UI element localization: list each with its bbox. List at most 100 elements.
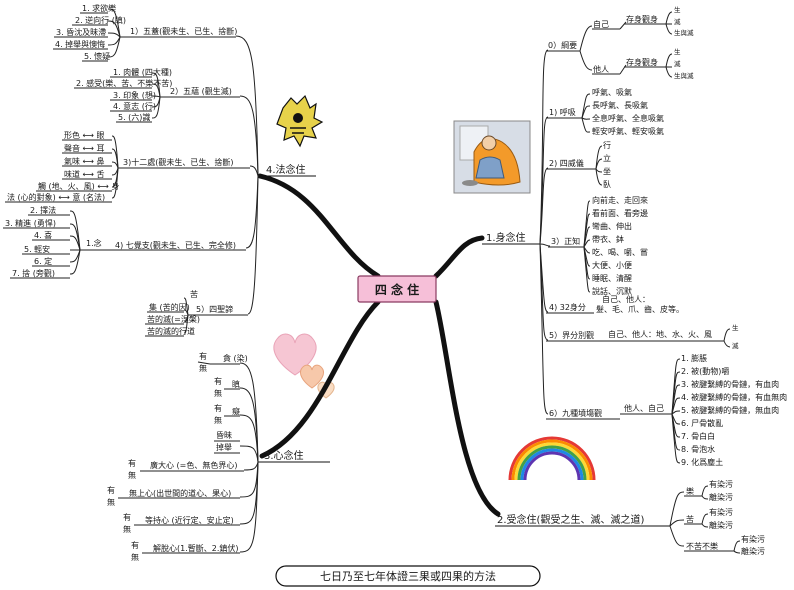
svg-text:向前走、走回來: 向前走、走回來 (592, 195, 648, 205)
mind-item-liberated: 解脫心(1.暫斷、2.鎮伏) (153, 543, 239, 553)
svg-text:6. 定: 6. 定 (34, 256, 52, 266)
svg-text:4. 被腱繫縛的骨鏈，有血無肉: 4. 被腱繫縛的骨鏈，有血無肉 (681, 392, 787, 402)
dhamma-factors-label: 4) 七覺支(觀未生、已生、完全修) (115, 240, 236, 250)
svg-text:存身觀身: 存身觀身 (626, 14, 658, 24)
svg-text:有染污: 有染污 (741, 534, 765, 544)
svg-text:大便、小便: 大便、小便 (592, 260, 632, 270)
svg-text:3. 昏沈及昧滯: 3. 昏沈及昧滯 (56, 27, 106, 37)
svg-text:2. 逆向行 (瞋): 2. 逆向行 (瞋) (75, 15, 126, 25)
dhamma-hindrances-label: 1）五蓋(觀未生、已生、捨斷) (130, 26, 237, 36)
feeling-branch-label: 2.受念住(觀受之生、滅、滅之道) (497, 513, 644, 526)
dhamma-group: 1）五蓋(觀未生、已生、捨斷) 1. 求欲樂 2. 逆向行 (瞋) 3. 昏沈及… (3, 3, 259, 337)
hearts-illustration (273, 333, 335, 399)
svg-text:集 (苦的因): 集 (苦的因) (149, 302, 190, 312)
svg-text:2. 擇法: 2. 擇法 (30, 205, 56, 215)
svg-text:他人、自己: 他人、自己 (624, 403, 664, 413)
svg-text:5. (六)識: 5. (六)識 (118, 112, 150, 122)
svg-text:帶衣、鉢: 帶衣、鉢 (592, 234, 624, 244)
svg-text:掉舉: 掉舉 (216, 442, 232, 452)
mind-item-greed: 貪 (染) (223, 353, 248, 363)
svg-text:存身觀身: 存身觀身 (626, 57, 658, 67)
svg-text:苦: 苦 (686, 514, 694, 524)
svg-text:吃、喝、嚼、嘗: 吃、喝、嚼、嘗 (592, 247, 648, 257)
svg-text:看前面、看旁邊: 看前面、看旁邊 (592, 208, 648, 218)
svg-text:輕安呼氣、輕安吸氣: 輕安呼氣、輕安吸氣 (592, 126, 664, 136)
svg-text:形色 ⟷ 眼: 形色 ⟷ 眼 (64, 130, 105, 140)
svg-text:苦的滅的行道: 苦的滅的行道 (147, 326, 195, 336)
svg-text:滅: 滅 (674, 17, 681, 26)
body-breathing-label: 1) 呼吸 (549, 107, 576, 117)
svg-text:行: 行 (603, 140, 611, 150)
svg-text:立: 立 (603, 153, 611, 163)
svg-text:生與滅: 生與滅 (674, 28, 694, 37)
svg-text:無: 無 (214, 415, 222, 425)
svg-text:滅: 滅 (674, 59, 681, 68)
svg-text:滅: 滅 (732, 341, 739, 350)
body-elements-label: 5）界分別觀 (549, 330, 594, 340)
svg-text:生: 生 (674, 47, 681, 56)
svg-text:有: 有 (128, 458, 136, 468)
svg-text:7. 骨白白: 7. 骨白白 (681, 431, 715, 441)
svg-text:有: 有 (199, 351, 207, 361)
body-outline-group: 0）綱要 自己 他人 存身觀身 存身觀身 生 滅 生與滅 生 滅 生與滅 (539, 5, 694, 245)
dhamma-bases-label: 3)十二處(觀未生、已生、捨斷) (123, 157, 233, 167)
svg-text:聲音 ⟷ 耳: 聲音 ⟷ 耳 (64, 143, 105, 153)
svg-text:7. 捨 (旁觀): 7. 捨 (旁觀) (12, 268, 55, 278)
svg-text:2. 被(動物)嚼: 2. 被(動物)嚼 (681, 366, 729, 376)
svg-text:全息呼氣、全息吸氣: 全息呼氣、全息吸氣 (592, 113, 664, 123)
svg-text:5. 懷疑: 5. 懷疑 (84, 51, 110, 61)
body-awareness-label: 3）正知 (551, 236, 580, 246)
svg-text:有: 有 (131, 540, 139, 550)
svg-text:呼氣、吸氣: 呼氣、吸氣 (592, 87, 632, 97)
svg-text:髮、毛、爪、齒、皮等。: 髮、毛、爪、齒、皮等。 (596, 304, 684, 314)
svg-text:長呼氣、長吸氣: 長呼氣、長吸氣 (592, 100, 648, 110)
svg-text:有: 有 (107, 485, 115, 495)
svg-text:昏昧: 昏昧 (216, 430, 232, 440)
svg-text:彎曲、伸出: 彎曲、伸出 (592, 221, 632, 231)
body-outline-label: 0）綱要 (548, 40, 577, 50)
svg-text:4. 掉舉與懊悔: 4. 掉舉與懊悔 (55, 39, 105, 49)
body-32parts-label: 4) 32身分 (549, 302, 586, 312)
svg-text:他人: 他人 (593, 64, 609, 74)
svg-text:苦的滅(=涅槃): 苦的滅(=涅槃) (147, 314, 200, 324)
svg-text:七日乃至七年体證三果或四果的方法: 七日乃至七年体證三果或四果的方法 (320, 569, 496, 583)
svg-text:自己、他人：: 自己、他人： (602, 294, 650, 304)
svg-text:有: 有 (123, 512, 131, 522)
svg-text:臥: 臥 (603, 180, 611, 189)
svg-text:離染污: 離染污 (709, 492, 733, 502)
svg-text:不苦不樂: 不苦不樂 (686, 541, 718, 551)
svg-text:生: 生 (674, 5, 681, 14)
svg-text:自己: 自己 (593, 19, 609, 29)
body-branch-label: 1.身念住 (486, 231, 526, 244)
svg-text:說話、沉默: 說話、沉默 (592, 286, 632, 296)
svg-text:氣味 ⟷ 鼻: 氣味 ⟷ 鼻 (64, 156, 105, 166)
svg-text:4. 意志 (行): 4. 意志 (行) (113, 101, 156, 111)
svg-text:無: 無 (107, 497, 115, 507)
svg-text:5. 被腱繫縛的骨鏈，無血肉: 5. 被腱繫縛的骨鏈，無血肉 (681, 405, 779, 415)
svg-text:無: 無 (199, 363, 207, 373)
svg-text:坐: 坐 (603, 167, 611, 176)
mind-item-delusion: 癡 (232, 406, 240, 416)
svg-text:有: 有 (214, 376, 222, 386)
svg-text:無: 無 (123, 524, 131, 534)
svg-text:有染污: 有染污 (709, 479, 733, 489)
rainbow-illustration (508, 436, 596, 481)
svg-text:有: 有 (214, 403, 222, 413)
body-awareness-group: 3）正知 向前走、走回來 看前面、看旁邊 彎曲、伸出 帶衣、鉢 吃、喝、嚼、嘗 … (539, 195, 648, 296)
svg-text:自己、他人：地、水、火、風: 自己、他人：地、水、火、風 (608, 329, 712, 339)
svg-text:有染污: 有染污 (709, 507, 733, 517)
svg-text:3. 精進 (勇悍): 3. 精進 (勇悍) (5, 218, 56, 228)
svg-text:法 (心的對象) ⟷ 意 (名法): 法 (心的對象) ⟷ 意 (名法) (7, 192, 105, 202)
svg-text:味道 ⟷ 舌: 味道 ⟷ 舌 (64, 169, 105, 179)
mind-item-concentrated: 等持心 (近行定、安止定) (145, 515, 234, 525)
mind-branch-label: 3.心念住 (264, 449, 304, 462)
svg-text:3. 印象 (想): 3. 印象 (想) (113, 90, 156, 100)
footer-caption: 七日乃至七年体證三果或四果的方法 (275, 565, 541, 587)
bee-figure-illustration (276, 94, 324, 148)
feeling-group: 樂 苦 不苦不樂 有染污 離染污 有染污 離染污 有染污 離染污 (669, 479, 765, 556)
svg-text:4. 喜: 4. 喜 (34, 230, 52, 240)
svg-text:離染污: 離染污 (741, 546, 765, 556)
mind-group: 貪 (染) 有 無 瞋 有 無 癡 有 無 昏昧 掉舉 廣大心 (=色、無色界心… (107, 351, 259, 562)
center-node[interactable]: 四 念 住 (357, 275, 437, 303)
